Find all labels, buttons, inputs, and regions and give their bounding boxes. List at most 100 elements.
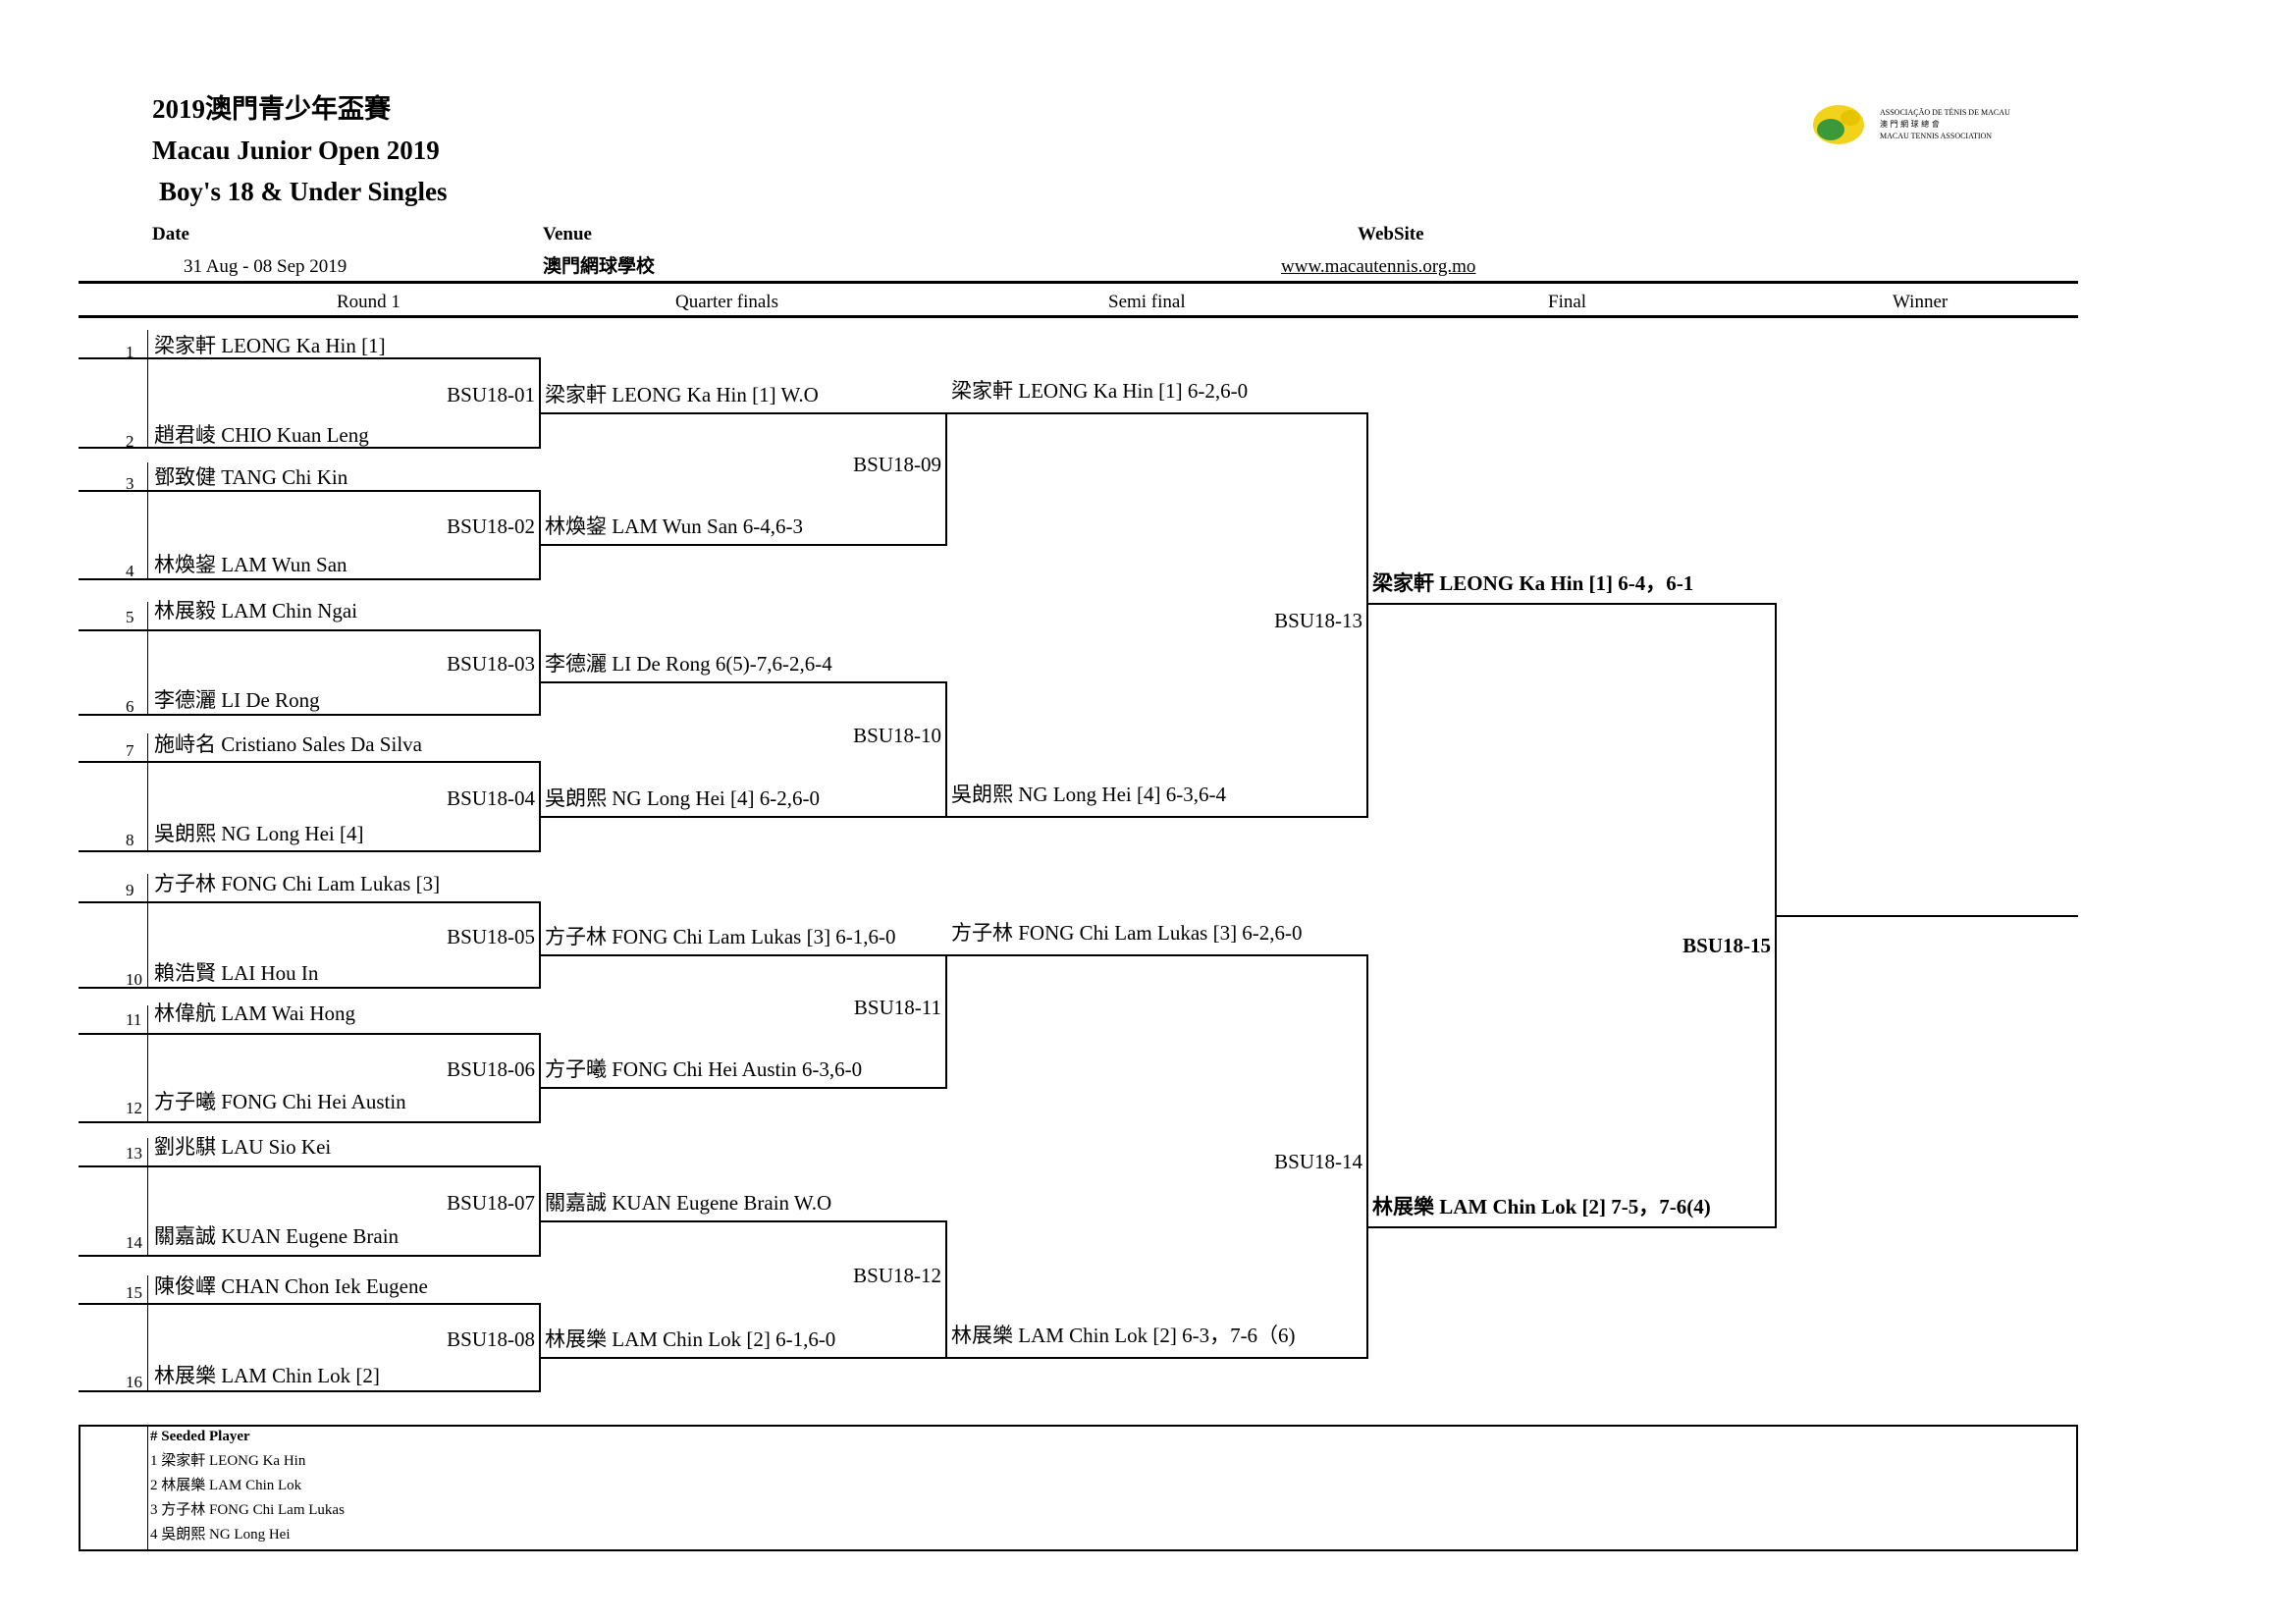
player-name: 鄧致健 TANG Chi Kin <box>154 465 348 489</box>
seed-item: 2 林展樂 LAM Chin Lok <box>150 1478 302 1493</box>
player-row-line <box>79 1303 539 1305</box>
qf-connector <box>945 1220 947 1359</box>
col-winner: Winner <box>1893 292 1949 312</box>
final-result: 梁家軒 LEONG Ka Hin [1] 6-4，6-1 <box>1372 571 1694 595</box>
match-code: BSU18-02 <box>447 514 535 538</box>
sf-result: 吳朗熙 NG Long Hei [4] 6-3,6-4 <box>951 783 1226 806</box>
player-seed-number: 3 <box>126 474 134 493</box>
player-row-divider <box>147 1138 148 1165</box>
player-row-line <box>79 357 539 359</box>
pair-connector-left <box>147 490 148 578</box>
qf-line <box>539 412 945 414</box>
match-code: BSU18-14 <box>1274 1150 1362 1173</box>
qf-line <box>539 681 945 683</box>
player-row-divider <box>147 462 148 490</box>
qf-line <box>539 544 945 546</box>
player-seed-number: 8 <box>126 831 134 849</box>
player-row-line <box>79 1121 539 1123</box>
sf-result: 方子林 FONG Chi Lam Lukas [3] 6-2,6-0 <box>951 921 1303 945</box>
winner-line <box>1775 915 2078 917</box>
player-name: 陳俊嶧 CHAN Chon Iek Eugene <box>154 1274 428 1298</box>
seed-box-bottom <box>79 1549 2078 1551</box>
player-seed-number: 6 <box>126 697 134 716</box>
player-seed-number: 7 <box>126 741 134 760</box>
player-name: 林展樂 LAM Chin Lok [2] <box>154 1364 380 1387</box>
venue-value: 澳門網球學校 <box>543 256 656 277</box>
player-row-divider <box>147 330 148 357</box>
venue-label: Venue <box>543 224 592 244</box>
pair-connector-right <box>539 629 541 716</box>
match-code: BSU18-12 <box>853 1264 941 1287</box>
player-row-divider <box>147 1275 148 1303</box>
sf-connector <box>1366 954 1368 1359</box>
sf-connector <box>1366 412 1368 818</box>
player-row-line <box>79 1165 539 1167</box>
player-name: 關嘉誠 KUAN Eugene Brain <box>154 1224 400 1248</box>
final-line <box>1366 603 1775 605</box>
qf-line <box>539 1220 945 1222</box>
player-row-divider <box>147 874 148 901</box>
match-code: BSU18-08 <box>447 1327 535 1351</box>
player-seed-number: 16 <box>126 1373 142 1391</box>
seed-item: 3 方子林 FONG Chi Lam Lukas <box>150 1502 345 1518</box>
header-top-rule <box>79 281 2078 284</box>
website-label: WebSite <box>1358 224 1424 244</box>
player-seed-number: 14 <box>126 1233 142 1252</box>
player-row-divider <box>147 602 148 629</box>
sf-result: 梁家軒 LEONG Ka Hin [1] 6-2,6-0 <box>951 379 1249 403</box>
match-code: BSU18-05 <box>447 925 535 948</box>
player-seed-number: 4 <box>126 562 134 580</box>
qf-connector <box>945 681 947 818</box>
qf-line <box>539 954 945 956</box>
final-line <box>1366 1226 1775 1228</box>
player-row-line <box>79 850 539 852</box>
match-code: BSU18-01 <box>447 383 535 406</box>
qf-connector <box>945 412 947 546</box>
player-name: 施峙名 Cristiano Sales Da Silva <box>154 732 422 756</box>
player-row-line <box>79 490 539 492</box>
pair-connector-left <box>147 357 148 447</box>
player-row-line <box>79 447 539 449</box>
player-row-line <box>79 987 539 989</box>
player-name: 林偉航 LAM Wai Hong <box>154 1001 355 1025</box>
qf-result: 吳朗熙 NG Long Hei [4] 6-2,6-0 <box>545 786 820 810</box>
match-code: BSU18-10 <box>853 724 941 747</box>
match-code: BSU18-09 <box>853 453 941 476</box>
title-zh: 2019澳門青少年盃賽 <box>152 94 391 124</box>
pair-connector-left <box>147 629 148 714</box>
header-bottom-rule <box>79 315 2078 318</box>
pair-connector-right <box>539 490 541 580</box>
logo-line2: 澳 門 網 球 總 會 <box>1880 119 1940 129</box>
qf-result: 林展樂 LAM Chin Lok [2] 6-1,6-0 <box>545 1327 836 1351</box>
pair-connector-left <box>147 901 148 987</box>
pair-connector-right <box>539 1165 541 1257</box>
player-row-line <box>79 761 539 763</box>
player-seed-number: 11 <box>126 1010 142 1029</box>
date-label: Date <box>152 224 189 244</box>
player-row-divider <box>147 1005 148 1033</box>
player-name: 梁家軒 LEONG Ka Hin [1] <box>154 334 386 357</box>
match-code: BSU18-11 <box>853 996 941 1019</box>
match-code: BSU18-15 <box>1682 934 1771 957</box>
player-name: 方子林 FONG Chi Lam Lukas [3] <box>154 872 441 895</box>
seed-box-right <box>2076 1425 2078 1551</box>
pair-connector-left <box>147 1165 148 1255</box>
qf-result: 梁家軒 LEONG Ka Hin [1] W.O <box>545 383 819 406</box>
seed-box-divider <box>147 1425 148 1551</box>
player-row-line <box>79 901 539 903</box>
player-name: 賴浩賢 LAI Hou In <box>154 961 319 985</box>
qf-result: 關嘉誠 KUAN Eugene Brain W.O <box>545 1191 832 1215</box>
tennis-ball-logo-icon: ASSOCIAÇÃO DE TÉNIS DE MACAU 澳 門 網 球 總 會… <box>1813 105 2010 144</box>
qf-connector <box>945 954 947 1089</box>
sf-line <box>945 816 1366 818</box>
website-link[interactable]: www.macautennis.org.mo <box>1281 256 1476 277</box>
event-title: Boy's 18 & Under Singles <box>159 177 448 206</box>
pair-connector-left <box>147 1033 148 1121</box>
pair-connector-right <box>539 761 541 852</box>
pair-connector-right <box>539 901 541 989</box>
qf-result: 林煥鋆 LAM Wun San 6-4,6-3 <box>545 514 804 538</box>
col-round1: Round 1 <box>337 292 400 312</box>
player-row-line <box>79 714 539 716</box>
sf-line <box>945 1357 1366 1359</box>
player-name: 吳朗熙 NG Long Hei [4] <box>154 822 364 845</box>
